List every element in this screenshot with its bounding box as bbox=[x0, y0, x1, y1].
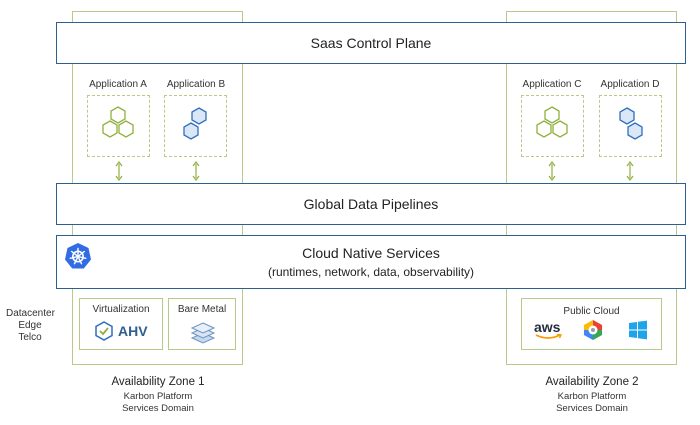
availability-zone-1-caption: Availability Zone 1 Karbon Platform Serv… bbox=[58, 376, 258, 415]
bare-metal-box: Bare Metal bbox=[168, 298, 236, 350]
availability-zone-1-line2: Services Domain bbox=[122, 403, 194, 414]
arrow-b-icon bbox=[192, 161, 200, 181]
ahv-logo-icon bbox=[95, 321, 113, 341]
hexagon-cluster-green-icon bbox=[102, 106, 134, 138]
arrow-a-icon bbox=[115, 161, 123, 181]
gcp-logo-icon bbox=[583, 319, 603, 341]
arrow-d-icon bbox=[626, 161, 634, 181]
cloud-native-services: Cloud Native Services (runtimes, network… bbox=[56, 235, 686, 289]
application-b-label: Application B bbox=[166, 79, 226, 90]
saas-control-plane-title: Saas Control Plane bbox=[310, 35, 432, 51]
global-data-pipelines-title: Global Data Pipelines bbox=[303, 196, 439, 212]
global-data-pipelines: Global Data Pipelines bbox=[56, 183, 686, 225]
hexagon-pair-blue-icon bbox=[183, 107, 207, 140]
datacenter-label: Datacenter bbox=[6, 308, 55, 319]
saas-control-plane: Saas Control Plane bbox=[56, 22, 686, 64]
deployment-targets-label: Datacenter Edge Telco bbox=[6, 308, 55, 344]
aws-logo-text: aws bbox=[534, 319, 561, 335]
aws-logo-icon: aws bbox=[534, 320, 564, 342]
cloud-native-services-subtitle: (runtimes, network, data, observability) bbox=[267, 265, 475, 279]
hexagon-cluster-green-icon bbox=[536, 106, 568, 138]
availability-zone-2-line1: Karbon Platform bbox=[557, 391, 627, 402]
availability-zone-1-line1: Karbon Platform bbox=[123, 391, 193, 402]
virtualization-box: Virtualization AHV bbox=[79, 298, 163, 350]
availability-zone-2-title: Availability Zone 2 bbox=[545, 376, 639, 388]
application-a-label: Application A bbox=[89, 79, 147, 90]
availability-zone-2-caption: Availability Zone 2 Karbon Platform Serv… bbox=[492, 376, 692, 415]
application-a-box bbox=[87, 95, 150, 157]
application-b-box bbox=[164, 95, 227, 157]
arrow-c-icon bbox=[548, 161, 556, 181]
public-cloud-label: Public Cloud bbox=[563, 306, 620, 317]
application-d-box bbox=[599, 95, 662, 157]
windows-azure-logo-icon bbox=[629, 320, 647, 340]
hexagon-pair-blue-icon bbox=[619, 107, 643, 140]
application-d-label: Application D bbox=[600, 79, 660, 90]
virtualization-label: Virtualization bbox=[92, 304, 150, 315]
application-c-box bbox=[521, 95, 584, 157]
cloud-native-services-title: Cloud Native Services bbox=[302, 245, 440, 261]
ahv-label: AHV bbox=[118, 323, 148, 339]
kubernetes-icon bbox=[65, 243, 91, 269]
application-c-label: Application C bbox=[522, 79, 582, 90]
bare-metal-label: Bare Metal bbox=[177, 304, 227, 315]
public-cloud-box: Public Cloud aws bbox=[521, 298, 662, 350]
edge-label: Edge bbox=[18, 320, 42, 331]
availability-zone-1-title: Availability Zone 1 bbox=[111, 376, 205, 388]
server-stack-icon bbox=[190, 322, 216, 344]
availability-zone-2-line2: Services Domain bbox=[556, 403, 628, 414]
telco-label: Telco bbox=[18, 332, 42, 343]
